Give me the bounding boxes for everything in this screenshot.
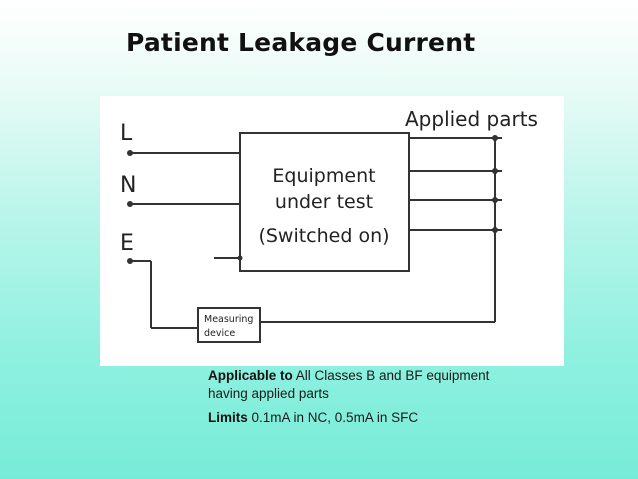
equipment-label-2: under test [275, 191, 373, 213]
circuit-svg: L N E Applied parts Equipment under test… [120, 107, 538, 343]
label-l: L [120, 121, 133, 146]
terminal-box-e [237, 255, 243, 261]
label-applied-parts: Applied parts [405, 107, 538, 131]
measuring-label-1: Measuring [204, 314, 253, 325]
node-4 [492, 227, 498, 233]
label-n: N [120, 173, 136, 198]
label-e: E [120, 231, 134, 256]
equipment-label-3: (Switched on) [258, 225, 389, 247]
equipment-box [239, 132, 410, 272]
page-title: Patient Leakage Current [126, 28, 476, 57]
limits-text: 0.1mA in NC, 0.5mA in SFC [247, 410, 419, 425]
terminal-l [127, 150, 133, 156]
notes-block: Applicable to All Classes B and BF equip… [208, 367, 508, 427]
applicable-text: All Classes B and BF equipment having ap… [208, 368, 490, 401]
node-3 [492, 197, 498, 203]
terminal-e [127, 258, 133, 264]
circuit-diagram: L N E Applied parts Equipment under test… [100, 96, 564, 366]
measuring-device-box [197, 307, 261, 343]
equipment-label-1: Equipment [272, 165, 375, 187]
limits-note: Limits 0.1mA in NC, 0.5mA in SFC [208, 409, 508, 427]
limits-label: Limits [208, 410, 248, 425]
terminal-n [127, 201, 133, 207]
applicable-note: Applicable to All Classes B and BF equip… [208, 367, 508, 403]
node-1 [492, 135, 498, 141]
node-2 [492, 168, 498, 174]
measuring-label-2: device [204, 328, 235, 339]
applicable-label: Applicable to [208, 368, 293, 383]
